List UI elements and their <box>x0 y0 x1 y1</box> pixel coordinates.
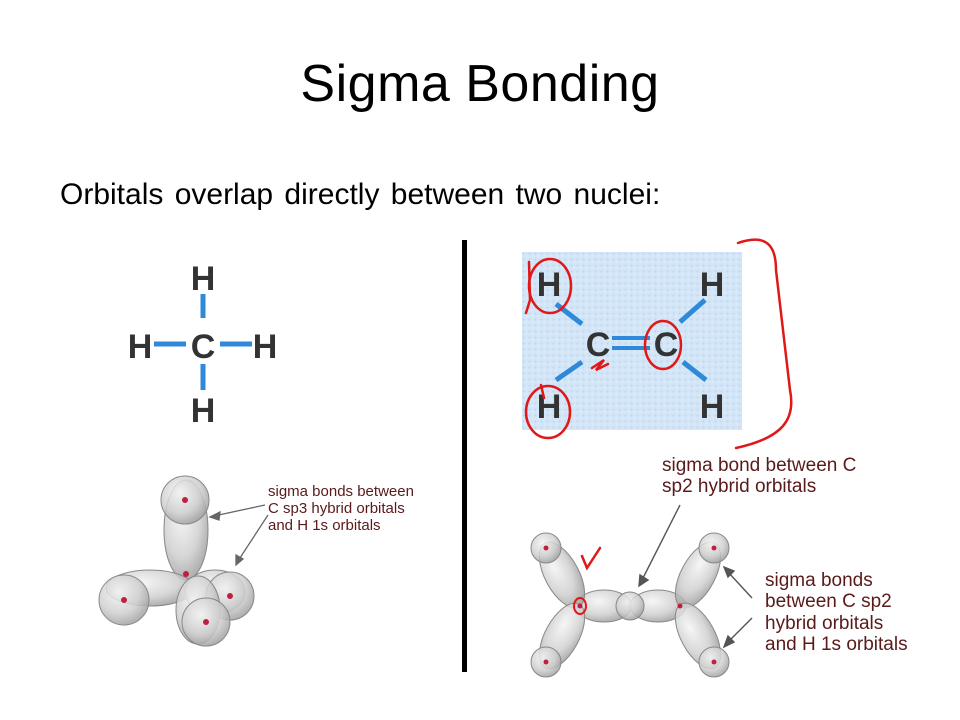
methane-annotation-line-3: and H 1s orbitals <box>268 516 381 534</box>
ink-tick-bottom-left <box>539 383 546 400</box>
ink-circle-left-carbon <box>573 597 587 615</box>
methane-atom-bottom: H <box>191 392 216 430</box>
red-ink-annotations <box>524 238 793 615</box>
center-divider <box>462 240 467 672</box>
slide-title: Sigma Bonding <box>300 55 660 113</box>
ink-check-mark <box>580 546 602 571</box>
ink-circle-c-right <box>643 319 683 371</box>
ethene-ch-annotation-line-2: between C sp2 <box>765 591 892 613</box>
ethene-bond-h-tl <box>554 302 584 326</box>
ethene-orbital-model <box>530 532 730 678</box>
ethene-pointer-arrows <box>638 504 753 649</box>
ethene-atom-c-right: C <box>654 326 679 364</box>
ethene-ch-annotation-line-1: sigma bonds <box>765 570 873 591</box>
ethene-structure: H C C H H H <box>537 266 725 426</box>
methane-annotation-line-2: C sp3 hybrid orbitals <box>268 499 405 517</box>
ethene-ch-annotation: sigma bonds between C sp2 hybrid orbital… <box>765 570 908 655</box>
methane-atom-right: H <box>253 328 278 366</box>
ethene-ch-annotation-line-4: and H 1s orbitals <box>765 633 908 655</box>
ink-bracket <box>734 238 793 450</box>
ethene-nuclei <box>543 545 717 665</box>
ethene-atom-c-left: C <box>586 326 611 364</box>
ethene-cc-annotation-line-2: sp2 hybrid orbitals <box>662 476 817 498</box>
methane-nuclei <box>121 497 233 625</box>
methane-pointer-arrows <box>208 504 269 567</box>
methane-atom-top: H <box>191 260 216 298</box>
ethene-cc-annotation-line-1: sigma bond between C <box>662 455 857 476</box>
slide-subtitle: Orbitals overlap directly between two nu… <box>60 178 661 211</box>
ethene-ch-annotation-line-3: hybrid orbitals <box>765 612 884 634</box>
ink-squiggle <box>590 358 610 372</box>
ethene-bond-h-tr <box>678 298 707 324</box>
methane-annotation-line-1: sigma bonds between <box>268 483 414 500</box>
methane-orbital-model <box>98 475 255 647</box>
ethene-atom-h-top-left: H <box>537 266 562 304</box>
ethene-bond-h-br <box>681 360 708 382</box>
ethene-cc-overlap <box>615 591 645 621</box>
ink-tick-top-left <box>524 260 532 315</box>
ethene-atom-h-bottom-right: H <box>700 388 725 426</box>
methane-atom-left: H <box>128 328 153 366</box>
methane-structure: H H C H H <box>128 260 278 430</box>
ethene-panel <box>522 252 742 430</box>
ethene-cc-annotation: sigma bond between C sp2 hybrid orbitals <box>662 455 856 498</box>
ink-circle-h-bottom-left <box>524 384 572 440</box>
ethene-bond-h-bl <box>554 359 584 383</box>
methane-annotation: sigma bonds between C sp3 hybrid orbital… <box>268 483 414 534</box>
methane-atom-center: C <box>191 328 216 366</box>
ethene-atom-h-top-right: H <box>700 266 725 304</box>
ethene-atom-h-bottom-left: H <box>537 388 562 426</box>
